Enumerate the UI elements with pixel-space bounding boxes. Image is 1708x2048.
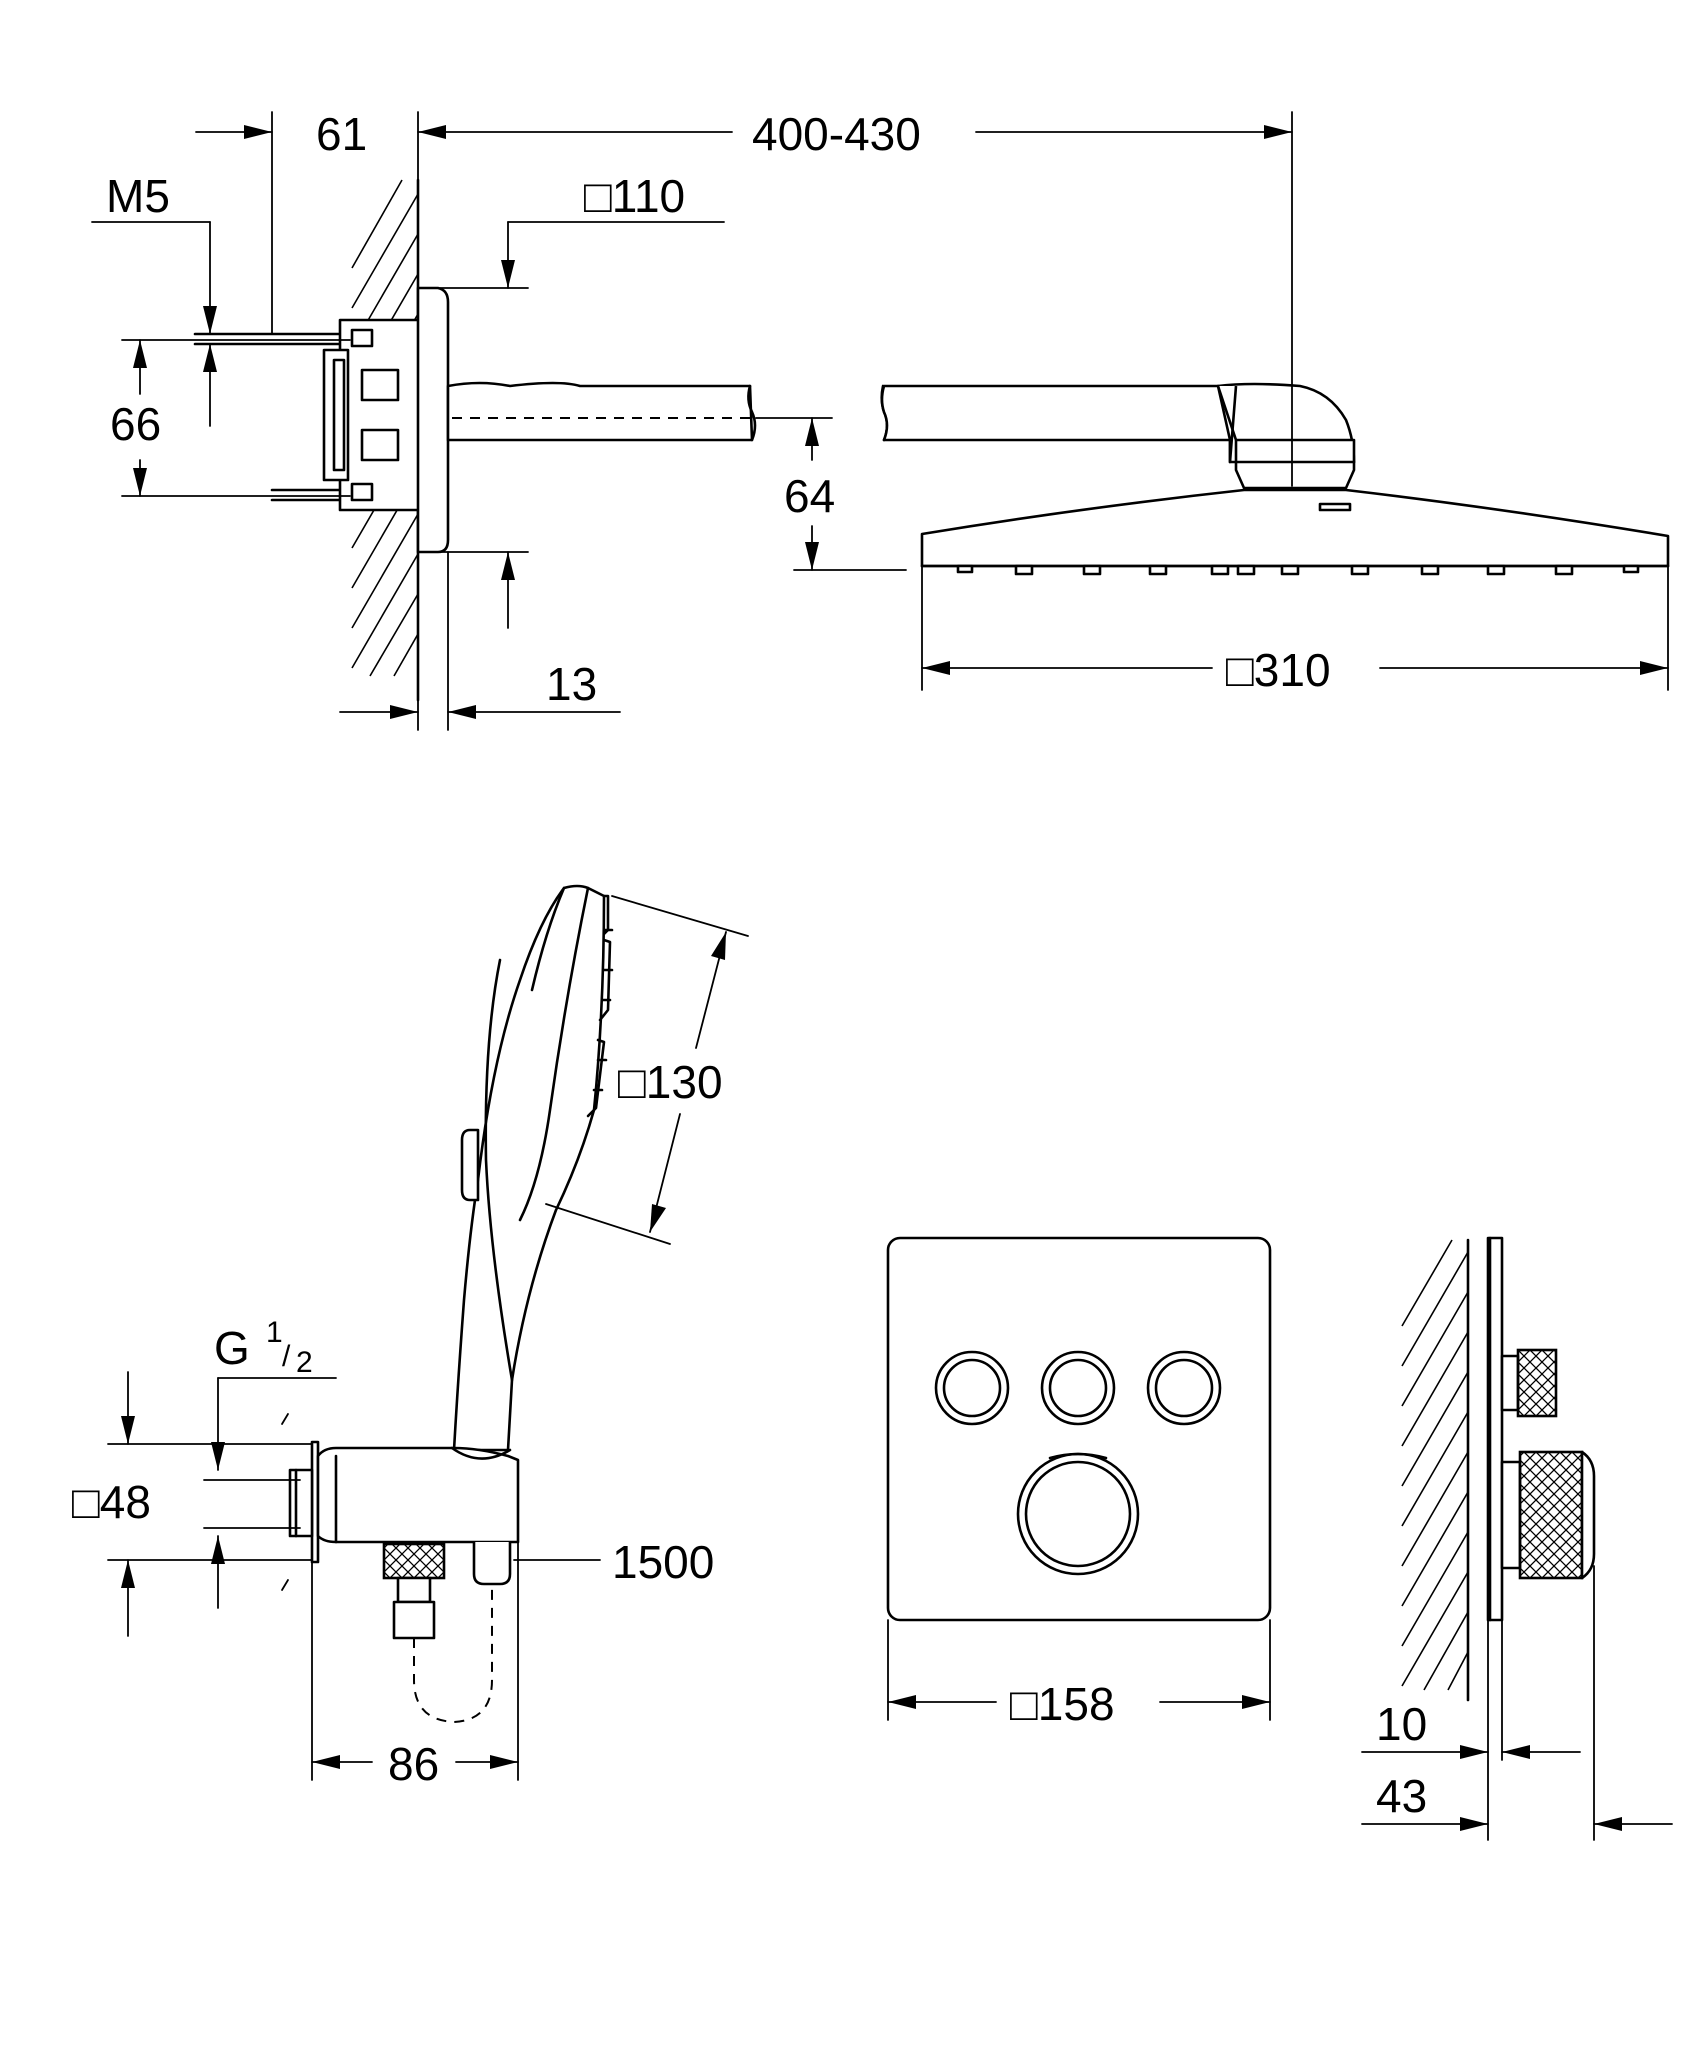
button-3-icon [1146, 1350, 1222, 1426]
head-shower-wall-section [193, 178, 757, 702]
control-plate-front: □158 [886, 1236, 1272, 1730]
dim-flange: □110 [584, 170, 685, 222]
head-shower-head [880, 111, 1670, 576]
dim-outlet-depth: 86 [388, 1738, 439, 1790]
dim-outlet-thread-main: G [214, 1322, 250, 1374]
dim-rosette-depth: 13 [546, 658, 597, 710]
dim-outlet-thread-num: 1 [266, 1316, 283, 1349]
nozzle-row [956, 564, 1640, 576]
dim-head-size: □310 [1226, 644, 1331, 696]
dim-outlet-thread-slash: / [282, 1340, 291, 1373]
wall-hatching-side [1401, 1239, 1469, 1691]
dim-wall-depth: 61 [316, 108, 367, 160]
dim-plate-thickness: 10 [1376, 1698, 1427, 1750]
dim-outlet-plate: □48 [72, 1476, 151, 1528]
dim-hose-length: 1500 [612, 1536, 714, 1588]
dim-head-height: 64 [784, 470, 835, 522]
hand-spray-face [586, 894, 614, 1118]
dim-hand-shower: □130 [618, 1056, 723, 1108]
dim-outlet-thread-den: 2 [296, 1346, 313, 1379]
control-plate-side: 10 43 [1361, 1236, 1673, 1841]
button-2-icon [1040, 1350, 1116, 1426]
dim-control-plate: □158 [1010, 1678, 1115, 1730]
head-shower-dimensions: 61 400-430 M5 □110 66 [91, 108, 1669, 731]
dim-control-depth: 43 [1376, 1770, 1427, 1822]
dim-arm-length: 400-430 [752, 108, 921, 160]
dim-thread: M5 [106, 170, 170, 222]
hand-shower-assembly [288, 884, 614, 1724]
dim-bracket-height: 66 [110, 398, 161, 450]
button-1-icon [934, 1350, 1010, 1426]
hand-shower-dimensions: □130 G 1 / 2 □48 1500 86 [72, 895, 749, 1790]
